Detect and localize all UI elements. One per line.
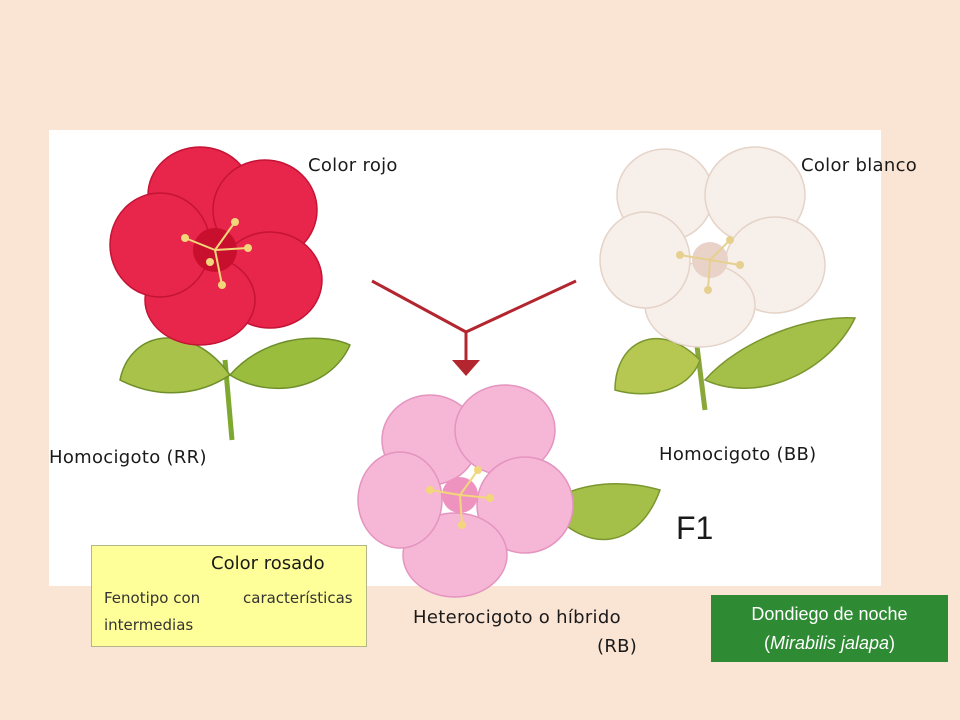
red-flower-icon <box>109 146 351 441</box>
pink-color-title: Color rosado <box>211 553 325 574</box>
cross-arrow-icon <box>371 279 577 360</box>
white-color-label: Color blanco <box>801 155 918 176</box>
species-common-name: Dondiego de noche <box>751 604 908 624</box>
red-color-label: Color rojo <box>308 155 398 176</box>
pink-flower-icon <box>357 384 661 598</box>
pink-phenotype-box: Color rosado Fenotipo con característica… <box>91 545 367 647</box>
phenotype-text-part2: características <box>243 589 353 607</box>
species-name-box: Dondiego de noche (Mirabilis jalapa) <box>711 595 948 662</box>
homozygous-rr-label: Homocigoto (RR) <box>49 447 207 468</box>
close-paren: ) <box>889 633 896 653</box>
white-flower-icon <box>599 146 857 411</box>
f1-label: F1 <box>676 510 714 546</box>
phenotype-text-part3: intermedias <box>104 616 194 634</box>
phenotype-text-part1: Fenotipo con <box>104 589 201 607</box>
homozygous-bb-label: Homocigoto (BB) <box>659 444 817 465</box>
species-scientific-name: (Mirabilis jalapa) <box>711 629 948 658</box>
scientific-name-italic: Mirabilis jalapa <box>769 633 890 653</box>
heterozygous-label-line1: Heterocigoto o híbrido <box>413 607 621 628</box>
open-paren: ( <box>763 633 770 653</box>
heterozygous-label-line2: (RB) <box>597 636 638 657</box>
